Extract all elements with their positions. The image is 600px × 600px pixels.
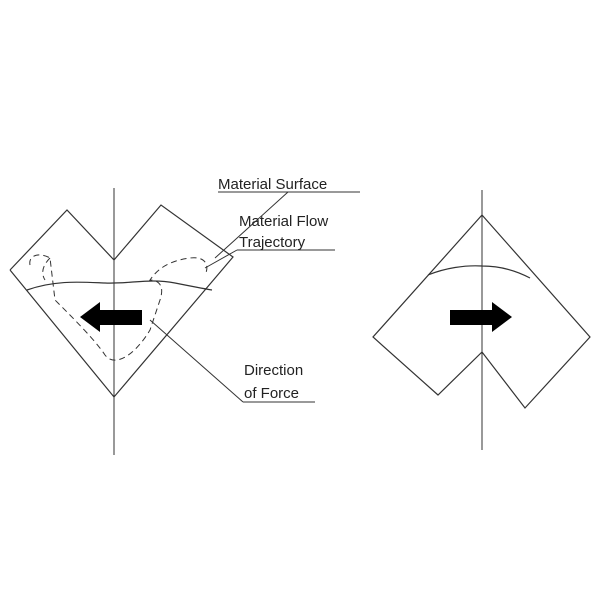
flow-trajectory-leader-diag bbox=[204, 249, 238, 269]
right-material-surface bbox=[427, 265, 531, 279]
leader-lines bbox=[149, 191, 360, 403]
arrow-right-icon bbox=[450, 302, 512, 332]
left-flow-lobe bbox=[42, 257, 51, 281]
label-of-force: of Force bbox=[244, 385, 299, 402]
left-flow-trajectory bbox=[29, 254, 208, 361]
left-vessel bbox=[9, 188, 234, 455]
label-direction: Direction bbox=[244, 362, 303, 379]
material-surface-leader-diag bbox=[214, 191, 289, 259]
label-material-surface: Material Surface bbox=[218, 176, 327, 193]
label-trajectory: Trajectory bbox=[239, 234, 306, 251]
arrow-left-icon bbox=[80, 302, 142, 332]
right-vessel-outline bbox=[372, 214, 591, 409]
left-vessel-outline bbox=[9, 204, 234, 398]
label-material-flow: Material Flow bbox=[239, 213, 328, 230]
direction-leader-diag bbox=[149, 319, 244, 403]
right-vessel bbox=[372, 190, 591, 450]
labels: Material Surface Material Flow Trajector… bbox=[218, 176, 328, 402]
left-material-surface bbox=[26, 280, 213, 291]
